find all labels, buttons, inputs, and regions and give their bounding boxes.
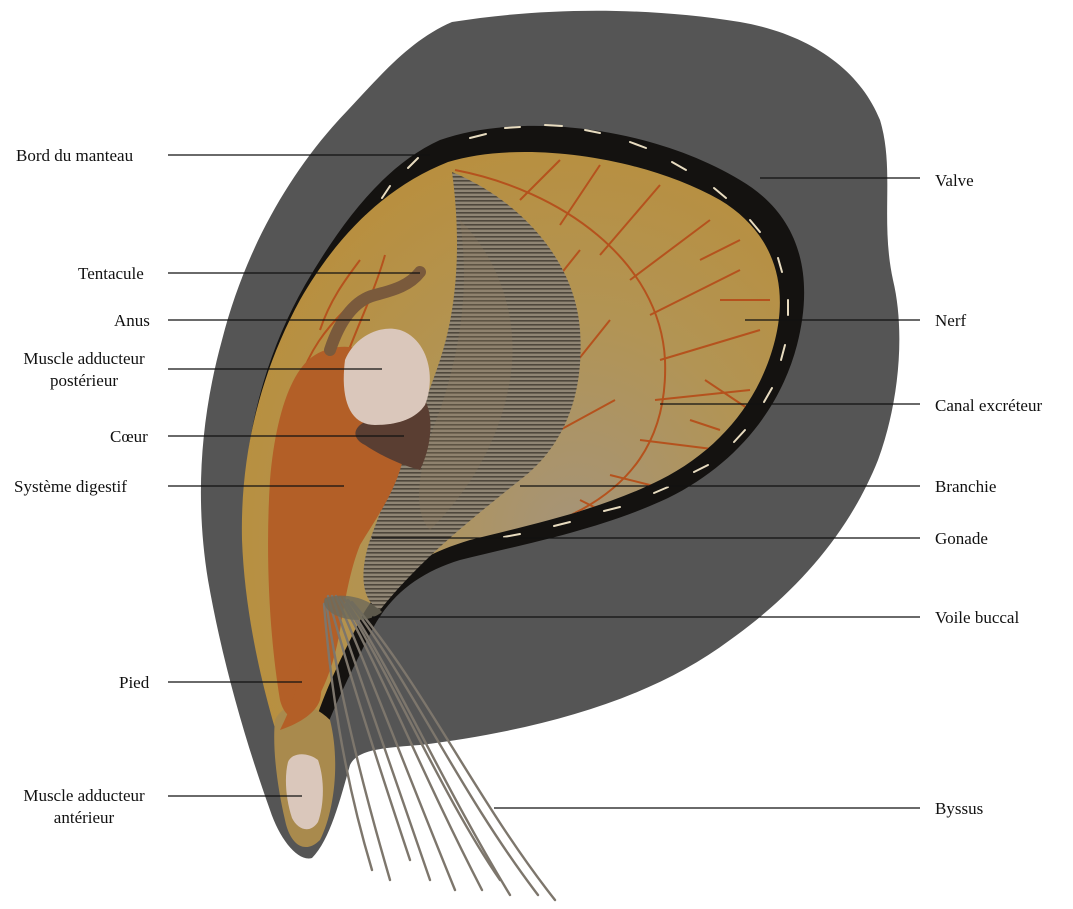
label-canal-excreteur: Canal excréteur [935,395,1042,417]
label-voile-buccal: Voile buccal [935,607,1019,629]
label-gonade: Gonade [935,528,988,550]
label-muscle-posterieur-line2: postérieur [10,370,158,392]
label-byssus: Byssus [935,798,983,820]
label-branchie: Branchie [935,476,996,498]
label-coeur: Cœur [110,426,148,448]
label-muscle-anterieur-line1: Muscle adducteur [10,785,158,807]
label-anus: Anus [114,310,150,332]
label-bord-du-manteau: Bord du manteau [16,145,133,167]
label-valve: Valve [935,170,974,192]
posterior-adductor-muscle [344,329,430,425]
label-muscle-posterieur-line1: Muscle adducteur [10,348,158,370]
label-muscle-adducteur-anterieur: Muscle adducteur antérieur [10,785,158,829]
label-muscle-anterieur-line2: antérieur [10,807,158,829]
label-nerf: Nerf [935,310,966,332]
label-muscle-adducteur-posterieur: Muscle adducteur postérieur [10,348,158,392]
label-systeme-digestif: Système digestif [14,476,127,498]
label-tentacule: Tentacule [78,263,144,285]
label-pied: Pied [119,672,149,694]
